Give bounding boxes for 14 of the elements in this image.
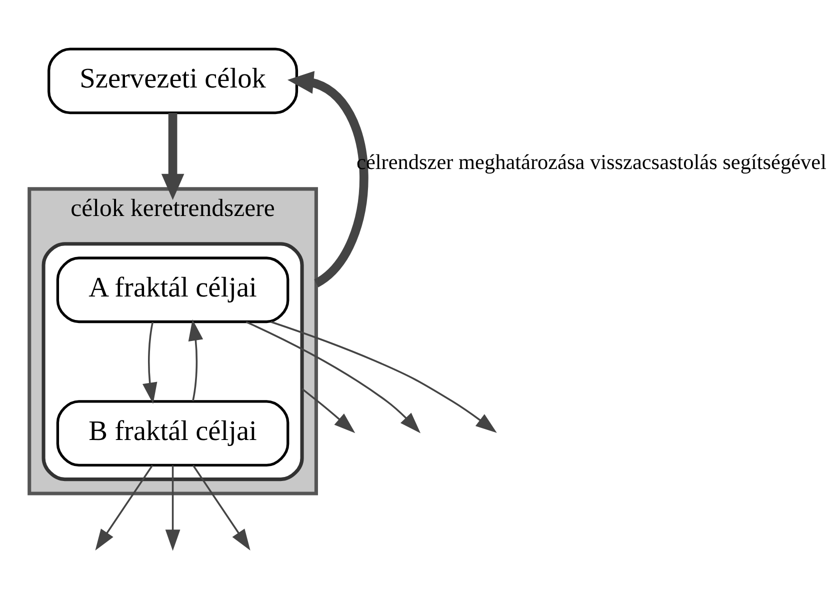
node-box: Szervezeti célok	[48, 48, 298, 114]
arrow	[301, 388, 356, 434]
arrow	[161, 113, 184, 200]
arrow	[165, 465, 180, 551]
arrow	[188, 319, 204, 402]
arrow	[270, 321, 497, 433]
cluster	[42, 242, 304, 482]
arrow	[95, 464, 154, 550]
arrow	[142, 322, 158, 404]
arrow	[287, 71, 368, 287]
arrow	[246, 321, 421, 434]
arrow	[192, 464, 250, 550]
node-box: B fraktál céljai	[56, 400, 290, 466]
node-box: A fraktál céljai	[56, 256, 290, 324]
